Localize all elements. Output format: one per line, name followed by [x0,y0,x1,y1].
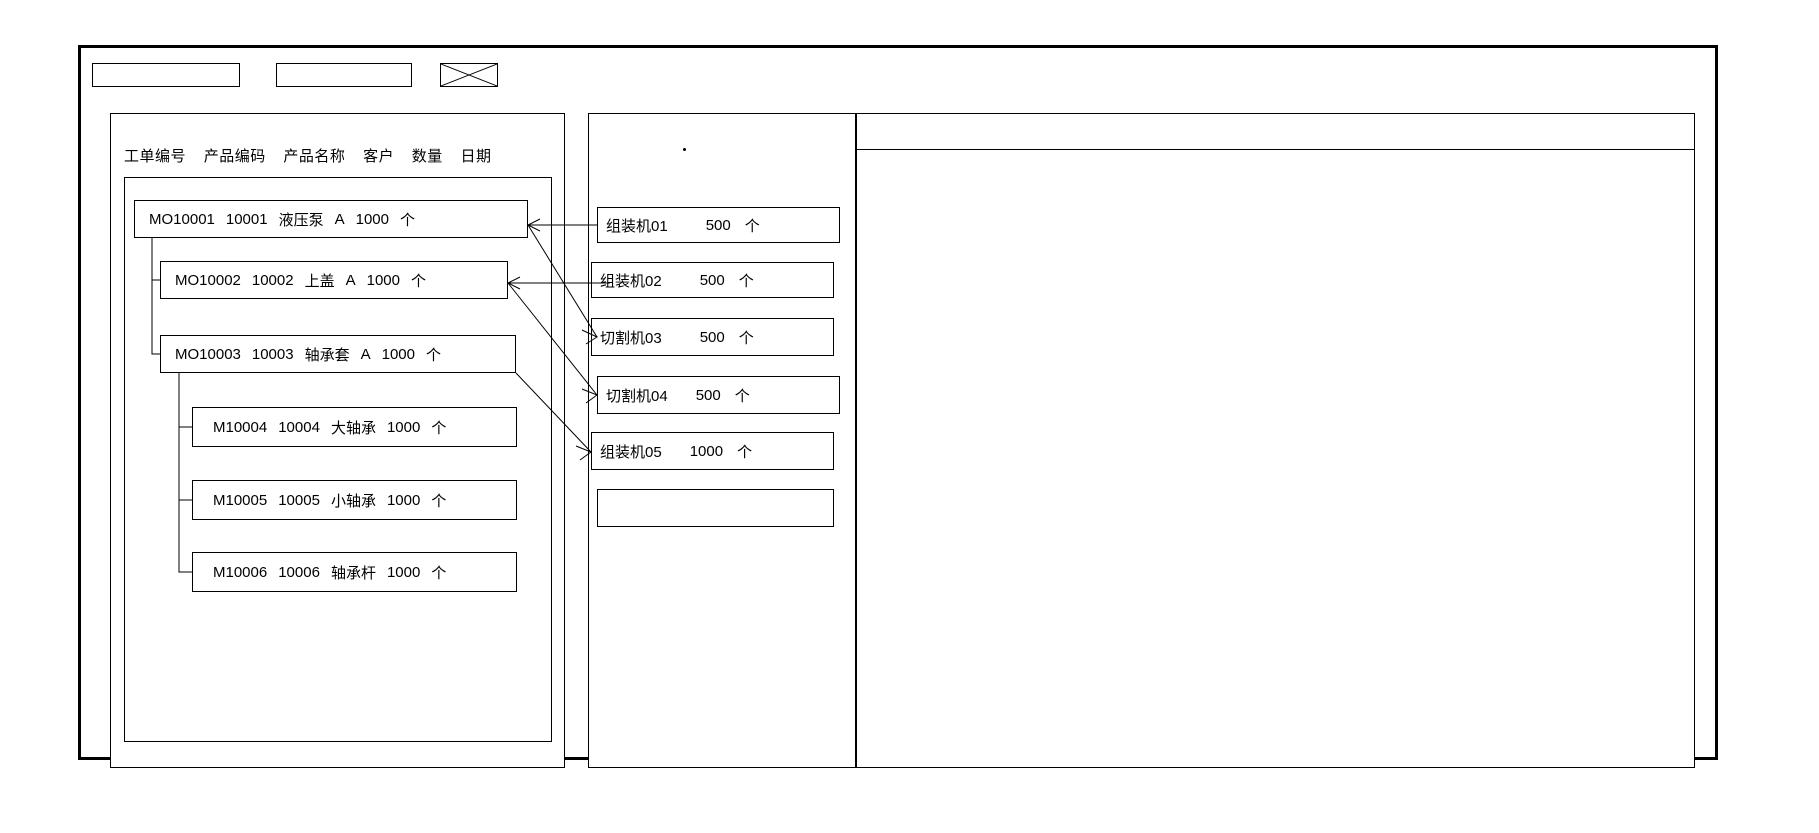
machine-row[interactable]: 组装机02 500 个 [591,262,834,298]
cell-product-code: 10005 [278,491,320,509]
column-header-order-no: 工单编号 [124,148,187,165]
machine-row[interactable]: 组装机05 1000 个 [591,432,834,470]
cell-qty: 1000 [366,271,400,289]
detail-table-panel [856,113,1695,768]
cell-product-code: 10002 [251,271,294,289]
cell-machine: 切割机04 [606,387,668,405]
cell-unit: 个 [431,564,447,582]
cell-qty: 1000 [386,418,421,436]
cell-unit: 个 [426,346,442,364]
cell-unit: 个 [744,217,760,235]
detail-table-header-row [857,114,1694,150]
tree-row[interactable]: MO10001 10001 液压泵 A 1000 个 [134,200,528,238]
cell-qty: 1000 [386,563,421,581]
cell-product-name: 上盖 [304,272,335,290]
mid-panel-dot [683,148,686,151]
machine-row[interactable]: 组装机01 500 个 [597,207,840,243]
cell-product-name: 轴承杆 [330,564,376,582]
cell-qty: 1000 [386,491,421,509]
machine-row-empty[interactable] [597,489,834,527]
cell-qty: 1000 [355,210,389,228]
tree-row[interactable]: MO10003 10003 轴承套 A 1000 个 [160,335,516,373]
toolbar-field-1[interactable] [92,63,240,87]
toolbar-image-placeholder[interactable] [440,63,498,87]
cell-order-no: M10005 [213,491,268,509]
cell-order-no: M10004 [213,418,268,436]
cell-qty: 1000 [689,442,724,460]
toolbar-field-2[interactable] [276,63,412,87]
cell-customer: A [360,345,371,363]
cell-product-name: 大轴承 [330,419,376,437]
cell-customer: A [334,210,345,228]
cell-product-code: 10003 [251,345,294,363]
cell-machine: 组装机02 [600,272,662,290]
crossed-box-icon [441,64,497,86]
cell-order-no: M10006 [213,563,268,581]
tree-row[interactable]: M10004 10004 大轴承 1000 个 [192,407,517,447]
column-header-date: 日期 [460,148,492,165]
cell-unit: 个 [734,387,750,405]
tree-row[interactable]: M10006 10006 轴承杆 1000 个 [192,552,517,592]
machine-row[interactable]: 切割机03 500 个 [591,318,834,356]
tree-row[interactable]: M10005 10005 小轴承 1000 个 [192,480,517,520]
work-order-column-headers: 工单编号 产品编码 产品名称 客户 数量 日期 [124,145,491,166]
cell-qty: 500 [705,216,731,234]
cell-unit: 个 [411,272,427,290]
cell-order-no: MO10002 [175,271,241,289]
cell-product-name: 轴承套 [304,346,350,364]
cell-machine: 组装机01 [606,217,668,235]
cell-machine: 组装机05 [600,443,662,461]
cell-unit: 个 [738,329,754,347]
cell-product-code: 10006 [278,563,320,581]
cell-product-code: 10001 [225,210,268,228]
tree-row[interactable]: MO10002 10002 上盖 A 1000 个 [160,261,508,299]
column-header-customer: 客户 [363,148,395,165]
cell-product-code: 10004 [278,418,320,436]
cell-qty: 500 [695,386,721,404]
cell-customer: A [345,271,356,289]
cell-unit: 个 [431,419,447,437]
cell-qty: 1000 [381,345,415,363]
cell-product-name: 液压泵 [278,211,324,229]
cell-unit: 个 [400,211,416,229]
cell-unit: 个 [431,492,447,510]
cell-machine: 切割机03 [600,329,662,347]
column-header-qty: 数量 [411,148,443,165]
column-header-product-name: 产品名称 [283,148,346,165]
cell-unit: 个 [738,272,754,290]
column-header-product-code: 产品编码 [203,148,266,165]
cell-qty: 500 [699,271,725,289]
cell-order-no: MO10001 [149,210,215,228]
cell-order-no: MO10003 [175,345,241,363]
machine-row[interactable]: 切割机04 500 个 [597,376,840,414]
cell-qty: 500 [699,328,725,346]
cell-product-name: 小轴承 [330,492,376,510]
cell-unit: 个 [737,443,753,461]
